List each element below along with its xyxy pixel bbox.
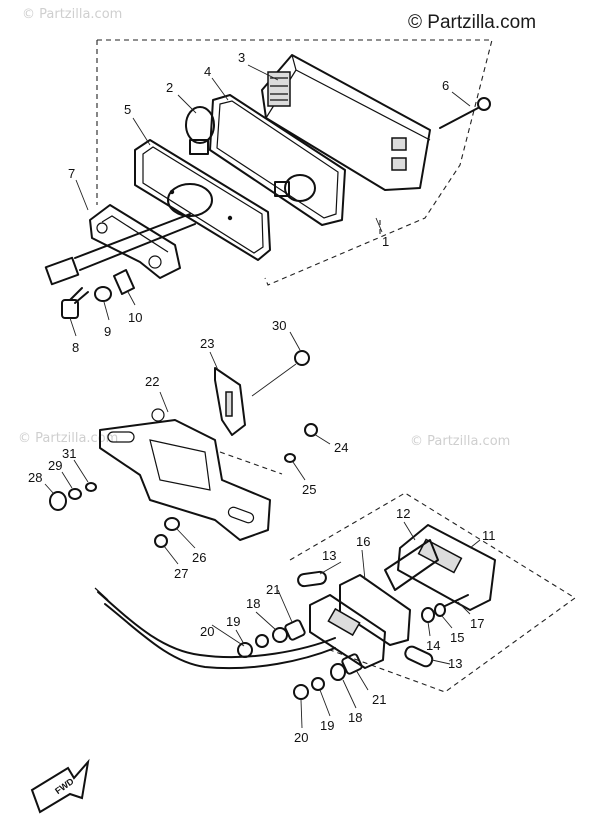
mount-bolt	[61, 287, 89, 319]
callout-8: 8	[72, 340, 79, 355]
watermark-faint-1: © Partzilla.com	[22, 7, 122, 22]
nut-20-lower	[293, 684, 309, 700]
assembly-boundary-lower	[289, 492, 576, 693]
watermark-faint-2: © Partzilla.com	[18, 431, 118, 446]
callout-7: 7	[68, 166, 75, 181]
callout-14: 14	[426, 638, 440, 653]
callout-2: 2	[166, 80, 173, 95]
callout-19-upper: 19	[226, 614, 240, 629]
callout-28: 28	[28, 470, 42, 485]
callout-20-upper: 20	[200, 624, 214, 639]
washer-19-lower	[311, 677, 325, 691]
lens-screw	[439, 97, 491, 129]
callout-31: 31	[62, 446, 76, 461]
washer-small-left	[85, 482, 97, 492]
watermark-main: © Partzilla.com	[408, 12, 536, 33]
callout-22: 22	[145, 374, 159, 389]
washer-left	[68, 488, 82, 500]
wire-harness-line-2	[79, 223, 196, 271]
license-light-group	[94, 492, 576, 700]
spacer-18-upper	[272, 627, 288, 643]
callout-29: 29	[48, 458, 62, 473]
callout-10: 10	[128, 310, 142, 325]
license-light-wire	[97, 591, 336, 659]
license-plate-bracket	[99, 419, 271, 541]
tail-lamp-assembly-group	[44, 39, 493, 319]
lower-nut	[154, 534, 168, 548]
callout-19-lower: 19	[320, 718, 334, 733]
callout-16: 16	[356, 534, 370, 549]
callout-9: 9	[104, 324, 111, 339]
callout-3: 3	[238, 50, 245, 65]
spacer-18-lower	[330, 663, 346, 681]
callout-30: 30	[272, 318, 286, 333]
callout-6: 6	[442, 78, 449, 93]
callout-5: 5	[124, 102, 131, 117]
leader-lines	[44, 64, 481, 729]
callout-20-lower: 20	[294, 730, 308, 745]
socket-bracket	[89, 204, 181, 279]
callout-15: 15	[450, 630, 464, 645]
callout-1: 1	[382, 234, 389, 249]
callout-numbers: 1 2 3 4 5 6 7 8 9 10 11 12 13 13 14 15 1…	[28, 50, 496, 745]
license-bracket-group	[49, 350, 318, 548]
license-light-washer	[284, 453, 296, 463]
upper-bracket	[214, 367, 246, 436]
callout-11: 11	[482, 528, 496, 543]
callout-12: 12	[396, 506, 410, 521]
callout-18-lower: 18	[348, 710, 362, 725]
assembly-boundary-upper	[97, 39, 493, 286]
washer-15	[434, 603, 446, 617]
callout-21-lower: 21	[372, 692, 386, 707]
washer-14	[421, 607, 435, 623]
nut-20-upper	[237, 642, 253, 658]
callout-17: 17	[470, 616, 484, 631]
nut-left	[49, 491, 67, 511]
bulb-upper	[297, 570, 327, 588]
bulb-lower	[404, 645, 434, 668]
callout-23: 23	[200, 336, 214, 351]
callout-18-upper: 18	[246, 596, 260, 611]
forward-arrow: FWD	[30, 758, 90, 814]
wire-connector	[44, 256, 80, 286]
socket-plate	[309, 594, 386, 669]
lower-washer	[164, 517, 180, 531]
tail-bulb	[185, 106, 316, 202]
callout-25: 25	[302, 482, 316, 497]
callout-24: 24	[334, 440, 348, 455]
lamp-base-plate	[134, 139, 271, 261]
callout-26: 26	[192, 550, 206, 565]
washer-19-upper	[255, 634, 269, 648]
license-light-lens	[384, 539, 439, 591]
bracket-screw	[294, 350, 310, 366]
callout-21-upper: 21	[266, 582, 280, 597]
screw-17	[444, 594, 469, 607]
watermark-faint-3: © Partzilla.com	[410, 434, 510, 449]
callout-27: 27	[174, 566, 188, 581]
callout-13-upper: 13	[322, 548, 336, 563]
mount-washer	[94, 286, 112, 302]
license-light-housing	[397, 524, 496, 611]
callout-13-lower: 13	[448, 656, 462, 671]
wire-harness-line-1	[74, 213, 191, 259]
license-light-screw	[304, 423, 318, 437]
tail-lens	[261, 54, 431, 191]
callout-4: 4	[204, 64, 211, 79]
lens-gasket	[209, 94, 346, 226]
mount-collar	[113, 269, 135, 295]
